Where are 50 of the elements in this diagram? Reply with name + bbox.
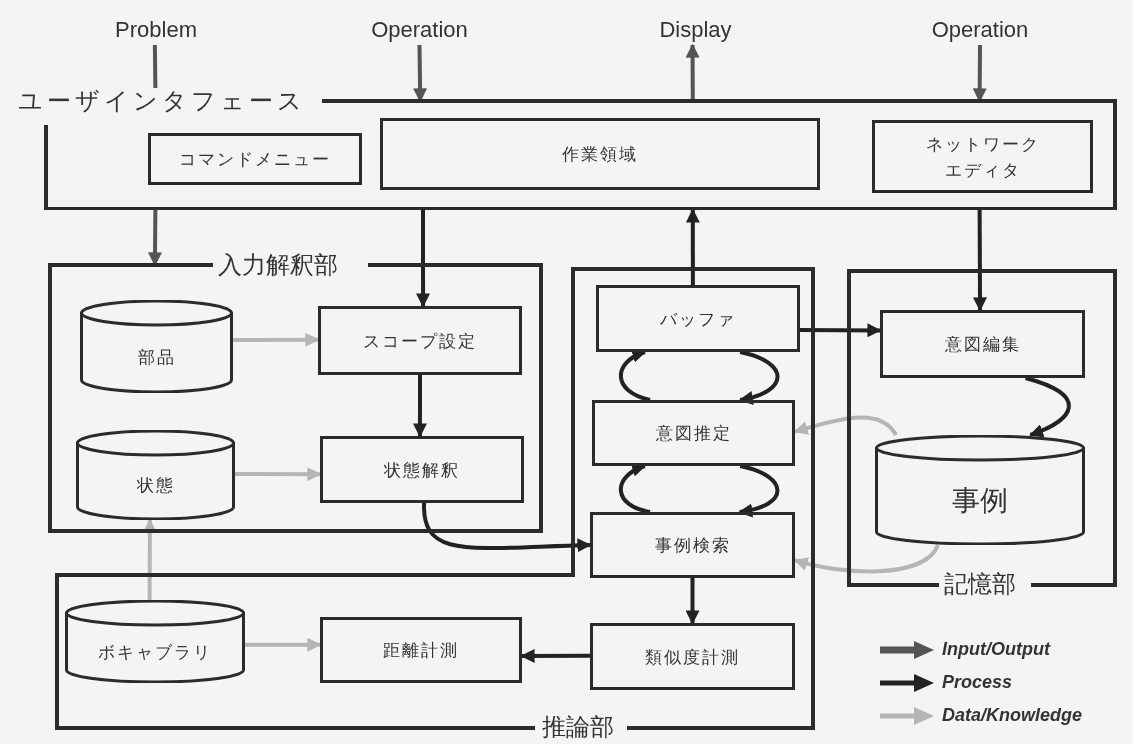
- arrow: [685, 208, 700, 285]
- process-box: バッファ: [596, 285, 800, 352]
- process-box: 作業領域: [380, 118, 820, 190]
- arrow: [738, 464, 780, 517]
- module-title: 記憶部: [944, 571, 1016, 597]
- module-title: ユーザインタフェース: [18, 88, 306, 114]
- module-title: 入力解釈部: [218, 252, 338, 278]
- database-cylinder: 部品: [80, 300, 233, 393]
- legend-label: Process: [942, 671, 1013, 694]
- io-label: Operation: [352, 14, 487, 45]
- arrow: [685, 43, 700, 101]
- process-box: スコープ設定: [318, 306, 522, 375]
- arrow: [793, 415, 898, 437]
- arrow: [800, 323, 882, 338]
- process-box: 意図編集: [880, 310, 1085, 378]
- process-box: コマンドメニュー: [148, 133, 362, 185]
- arrow: [619, 464, 651, 514]
- module-frame: [48, 252, 543, 533]
- legend-label: Input/Output: [942, 638, 1050, 661]
- arrow: [412, 375, 427, 438]
- arrow: [235, 467, 322, 482]
- process-box: 類似度計測: [590, 623, 795, 690]
- database-cylinder: ボキャブラリ: [65, 600, 245, 683]
- arrow: [685, 578, 700, 625]
- module-title: 推論部: [542, 714, 614, 740]
- process-box: 距離計測: [320, 617, 522, 683]
- process-box: ネットワークエディタ: [872, 120, 1093, 193]
- arrow: [520, 648, 590, 663]
- arrow: [233, 332, 320, 347]
- arrow: [422, 502, 592, 553]
- process-box: 意図推定: [592, 400, 795, 466]
- arrow: [973, 210, 987, 312]
- database-cylinder: 事例: [875, 435, 1085, 545]
- arrow: [142, 518, 157, 600]
- arrow: [1024, 376, 1071, 438]
- io-label: Operation: [913, 14, 1047, 45]
- interface-frame: [18, 88, 1117, 210]
- arrow: [738, 350, 780, 405]
- io-label: Display: [646, 14, 745, 45]
- connector-line: [152, 44, 158, 89]
- process-box: 状態解釈: [320, 436, 524, 503]
- database-cylinder: 状態: [76, 430, 235, 520]
- arrow: [793, 544, 940, 574]
- io-label: Problem: [100, 14, 212, 45]
- process-box: 事例検索: [590, 512, 795, 578]
- module-frame: [847, 269, 1117, 599]
- arrow: [619, 349, 651, 402]
- arrow: [245, 637, 322, 652]
- legend-label: Data/Knowledge: [942, 704, 1083, 727]
- arrow: [416, 210, 431, 308]
